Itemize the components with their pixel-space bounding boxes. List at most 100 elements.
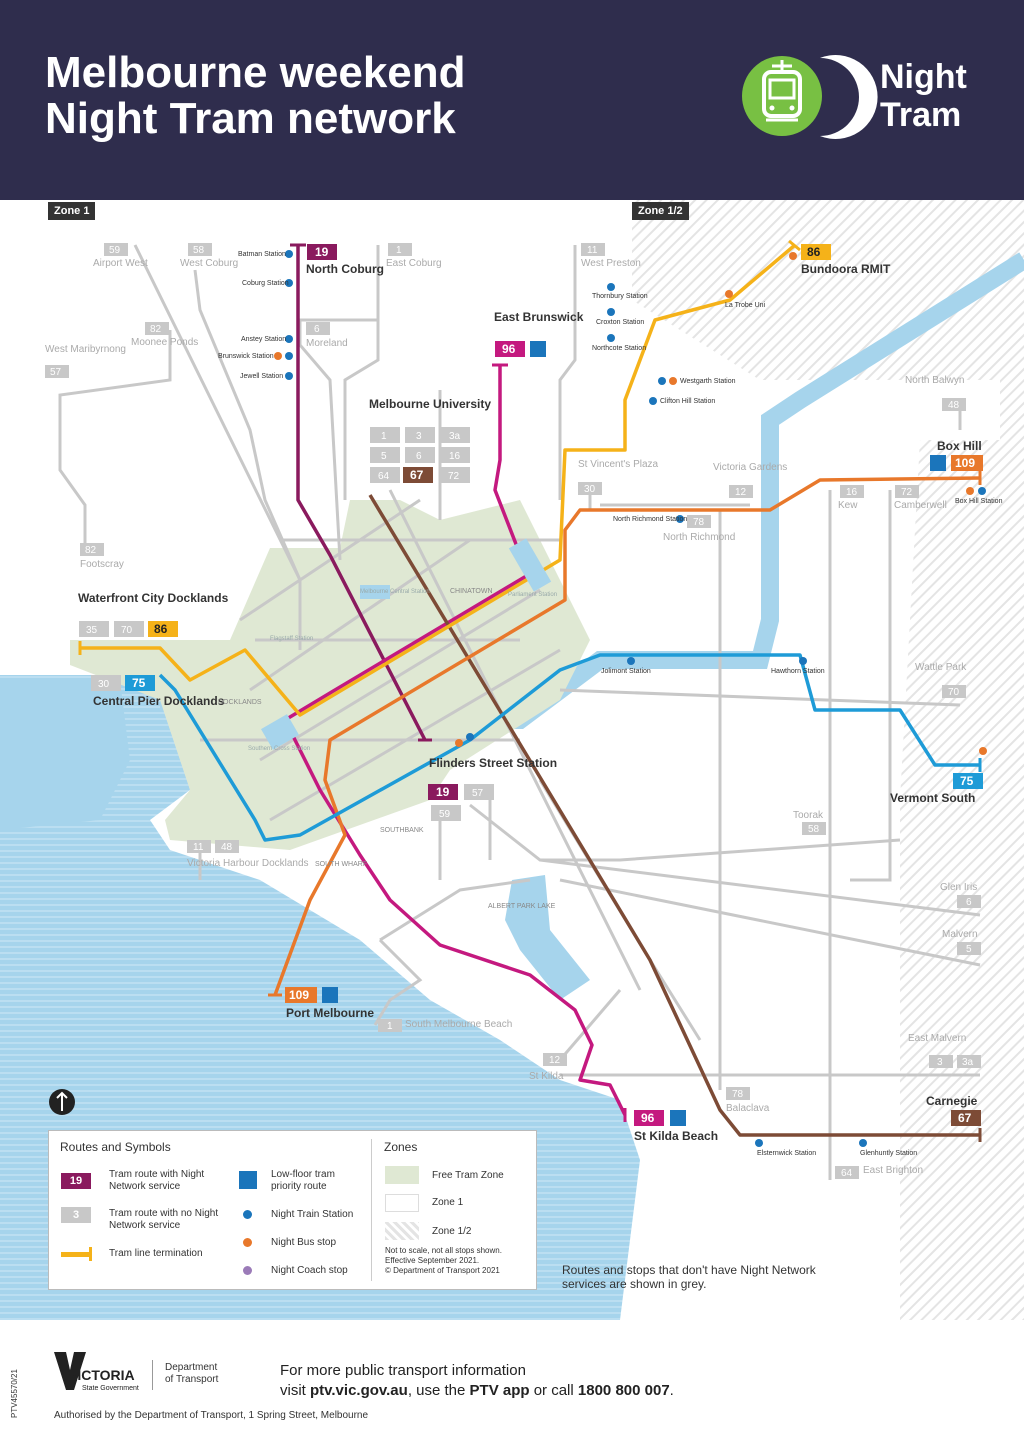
chip-6-glen-iris: 6 xyxy=(966,897,972,908)
jolimont-station-icon xyxy=(627,657,635,665)
chip-72-camberwell: 72 xyxy=(901,487,913,498)
info-use: , use the xyxy=(407,1382,470,1399)
glenhuntly-station-icon xyxy=(859,1139,867,1147)
chip-1-uni: 1 xyxy=(381,431,387,442)
label-east-brighton: East Brighton xyxy=(863,1165,923,1176)
route-75-line xyxy=(158,653,980,842)
chip-86-bundoora: 86 xyxy=(807,245,821,259)
label-north-richmond-station: North Richmond Station xyxy=(613,516,687,523)
label-docklands: DOCKLANDS xyxy=(218,699,262,706)
label-chinatown: CHINATOWN xyxy=(450,588,493,595)
route-96-line xyxy=(283,365,627,1116)
train-station-icon xyxy=(243,1210,252,1219)
logo-wordmark: Night Tram xyxy=(880,58,967,134)
legend-train-text: Night Train Station xyxy=(271,1209,354,1220)
north-richmond-station-icon xyxy=(676,515,684,523)
legend-bus-text: Night Bus stop xyxy=(271,1237,337,1248)
anstey-station-icon xyxy=(285,335,293,343)
label-central-pier: Central Pier Docklands xyxy=(93,694,225,708)
croxton-station-icon xyxy=(607,308,615,316)
victoria-logo-icon: VICTORIA State Government xyxy=(54,1352,139,1392)
legend-night-route-text: Tram route with Night Network service xyxy=(109,1169,205,1192)
la-trobe-bus-stop-icon xyxy=(725,290,733,298)
chip-67-carnegie: 67 xyxy=(958,1111,972,1125)
publication-code: PTV45570/21 xyxy=(10,1369,19,1418)
chip-48-balwyn: 48 xyxy=(948,400,960,411)
header-banner: Melbourne weekend Night Tram network Nig… xyxy=(0,0,1024,200)
label-bundoora: Bundoora RMIT xyxy=(801,262,891,276)
label-waterfront: Waterfront City Docklands xyxy=(78,591,229,605)
label-footscray: Footscray xyxy=(80,559,124,570)
chip-59: 59 xyxy=(109,245,121,256)
chip-109-box-hill: 109 xyxy=(955,456,975,470)
chip-3-east-malvern: 3 xyxy=(937,1057,943,1068)
label-kew: Kew xyxy=(838,500,858,511)
label-box-hill: Box Hill xyxy=(937,439,982,453)
chip-82-footscray: 82 xyxy=(85,545,97,556)
grey-route-chips: 59 58 1 6 82 57 82 11 1 3 3a 5 6 16 64 7… xyxy=(45,243,981,1179)
chip-67-melbourne-uni: 67 xyxy=(410,468,424,482)
chip-3a-east-malvern: 3a xyxy=(962,1057,974,1068)
chip-96-st-kilda: 96 xyxy=(641,1111,655,1125)
authorised-text: Authorised by the Department of Transpor… xyxy=(54,1410,369,1421)
dept-line-1: Department xyxy=(165,1362,218,1373)
label-north-balwyn: North Balwyn xyxy=(905,375,964,386)
logo-word-night: Night xyxy=(880,58,967,96)
legend-free-zone-text: Free Tram Zone xyxy=(432,1170,504,1181)
chip-70-wattle: 70 xyxy=(948,687,960,698)
label-elsternwick-station: Elsternwick Station xyxy=(757,1150,816,1157)
label-glenhuntly-station: Glenhuntly Station xyxy=(860,1150,917,1157)
legend-zone12-text: Zone 1/2 xyxy=(432,1226,472,1237)
victoria-wordmark: VICTORIA xyxy=(68,1367,135,1383)
legend-no-night-text: Tram route with no Night Network service xyxy=(109,1208,219,1231)
flinders-station-icon xyxy=(466,733,474,741)
chip-58-toorak: 58 xyxy=(808,824,820,835)
chip-75-central-pier: 75 xyxy=(132,676,146,690)
coburg-station-icon xyxy=(285,279,293,287)
zone-1-tag: Zone 1 xyxy=(48,202,96,220)
southern-cross-station xyxy=(261,714,299,750)
box-hill-bus-stop-icon xyxy=(966,487,974,495)
coach-stop-icon xyxy=(243,1266,252,1275)
info-period: . xyxy=(669,1382,674,1399)
label-southbank: SOUTHBANK xyxy=(380,827,424,834)
chip-82-moonee: 82 xyxy=(150,324,162,335)
station-markers xyxy=(274,250,987,1147)
chip-75-vermont: 75 xyxy=(960,774,974,788)
label-toorak: Toorak xyxy=(793,810,824,821)
chip-16-uni: 16 xyxy=(449,451,461,462)
info-visit: visit xyxy=(280,1382,310,1399)
chip-6-moreland: 6 xyxy=(314,324,320,335)
label-westgarth-station: Westgarth Station xyxy=(680,378,736,385)
label-victoria-gardens: Victoria Gardens xyxy=(713,462,787,473)
route-67-line xyxy=(368,494,980,1137)
legend-coach-text: Night Coach stop xyxy=(271,1265,348,1276)
title-line-1: Melbourne weekend xyxy=(45,48,466,97)
major-labels: North Coburg East Brunswick Melbourne Un… xyxy=(78,262,982,1143)
legend-panel: Routes and Symbols Zones 19 Tram route w… xyxy=(48,1130,537,1290)
phone-number-link[interactable]: 1800 800 007 xyxy=(577,1382,670,1399)
hawthorn-station-icon xyxy=(799,657,807,665)
chip-64-uni: 64 xyxy=(378,471,390,482)
chip-72-uni: 72 xyxy=(448,471,460,482)
label-moreland: Moreland xyxy=(306,338,348,349)
free-zone-swatch xyxy=(385,1166,419,1184)
label-moonee-ponds: Moonee Ponds xyxy=(131,337,198,348)
label-flinders: Flinders Street Station xyxy=(429,756,557,770)
label-anstey-station: Anstey Station xyxy=(241,336,286,343)
chip-6-uni: 6 xyxy=(416,451,422,462)
label-carnegie: Carnegie xyxy=(926,1094,978,1108)
label-croxton-station: Croxton Station xyxy=(596,319,644,326)
chip-19-flinders: 19 xyxy=(436,785,450,799)
label-st-kilda: St Kilda xyxy=(529,1071,564,1082)
low-floor-icon xyxy=(239,1171,257,1189)
jewell-station-icon xyxy=(285,372,293,380)
label-balaclava: Balaclava xyxy=(726,1103,770,1114)
ptv-website-link[interactable]: ptv.vic.gov.au xyxy=(310,1382,408,1399)
label-wattle-park: Wattle Park xyxy=(915,662,967,673)
label-victoria-harbour: Victoria Harbour Docklands xyxy=(187,858,309,869)
elsternwick-station-icon xyxy=(755,1139,763,1147)
albert-park-lake xyxy=(505,875,590,1000)
label-airport-west: Airport West xyxy=(93,258,148,269)
brunswick-station-icon xyxy=(285,352,293,360)
